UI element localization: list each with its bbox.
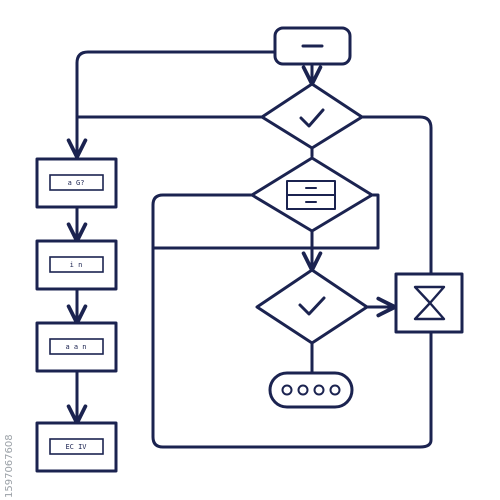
- drawer-icon: [286, 180, 336, 210]
- connector-start-to-box1: [66, 50, 277, 159]
- decision-top: [260, 82, 364, 150]
- process-box-4-frame: [49, 438, 104, 455]
- connector-right-loop: [151, 115, 433, 449]
- process-box-1-frame: [49, 174, 104, 191]
- process-box-1-label: a G?: [68, 179, 85, 187]
- connector-middle-loop: [151, 193, 380, 250]
- watermark-id: 1597067608: [2, 380, 16, 500]
- timer-node: [394, 272, 464, 334]
- process-box-4-label: EC IV: [65, 443, 87, 451]
- checkmark-icon: [299, 108, 325, 128]
- process-box-3-frame: [49, 338, 104, 355]
- process-box-2-frame: [49, 256, 104, 273]
- process-box-3-label: a a n: [65, 343, 86, 351]
- hourglass-icon: [413, 285, 446, 321]
- dots-icon: [281, 384, 341, 396]
- watermark-id-text: 1597067608: [4, 434, 15, 498]
- process-box-2-label: i n: [70, 261, 83, 269]
- checkmark-icon: [298, 296, 326, 316]
- decision-bottom: [255, 268, 369, 345]
- terminal-node: [268, 371, 354, 409]
